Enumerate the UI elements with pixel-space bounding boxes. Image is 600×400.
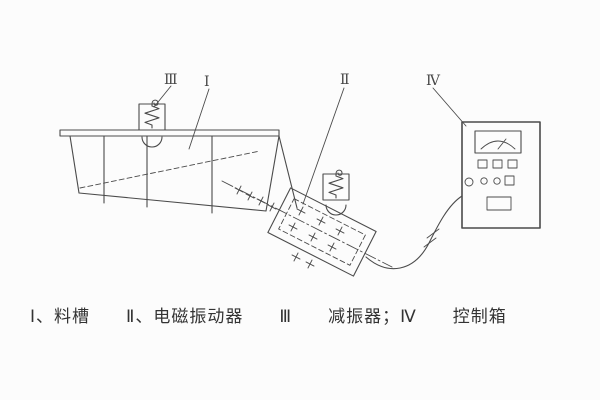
- trough-chute-wall: [278, 135, 298, 209]
- meter-scale-arc: [480, 140, 516, 150]
- label-part1: Ⅰ: [204, 74, 210, 90]
- trough: [59, 129, 298, 214]
- button-2: [493, 177, 501, 185]
- cable: [365, 195, 463, 270]
- label-part4: Ⅳ: [426, 73, 441, 89]
- trough-top-plate: [59, 129, 280, 137]
- indicator-1: [477, 159, 488, 169]
- spring-icon: [138, 99, 166, 131]
- leader-line-part1: [188, 88, 210, 150]
- spring-icon: [322, 169, 350, 201]
- trough-body: [69, 135, 280, 212]
- button-1: [480, 177, 488, 185]
- indicator-2: [492, 159, 503, 169]
- indicator-3: [507, 159, 518, 169]
- leader-lines: [153, 85, 467, 205]
- meter: [474, 130, 522, 154]
- trough-damper: [138, 99, 166, 148]
- label-part3: Ⅲ: [164, 72, 178, 88]
- caption: Ⅰ、料槽 Ⅱ、电磁振动器 Ⅲ 减振器；Ⅳ 控制箱: [30, 307, 507, 327]
- meter-needle: [497, 138, 507, 150]
- bolt-crosses: [232, 183, 347, 271]
- leader-line-part4: [432, 87, 467, 127]
- vibrator-damper: [322, 169, 350, 216]
- leader-line-part3: [153, 85, 172, 108]
- control-box-body: [461, 121, 541, 229]
- bottom-panel: [486, 196, 512, 211]
- side-knob: [464, 177, 474, 187]
- switch-block: [504, 175, 515, 186]
- trough-hidden-edge: [79, 150, 261, 189]
- damper-dome: [325, 204, 347, 216]
- cable-break-marks: [423, 228, 440, 248]
- label-part2: Ⅱ: [340, 72, 350, 88]
- control-box: [461, 121, 541, 229]
- damper-dome: [141, 136, 163, 148]
- leader-line-part2: [302, 87, 345, 205]
